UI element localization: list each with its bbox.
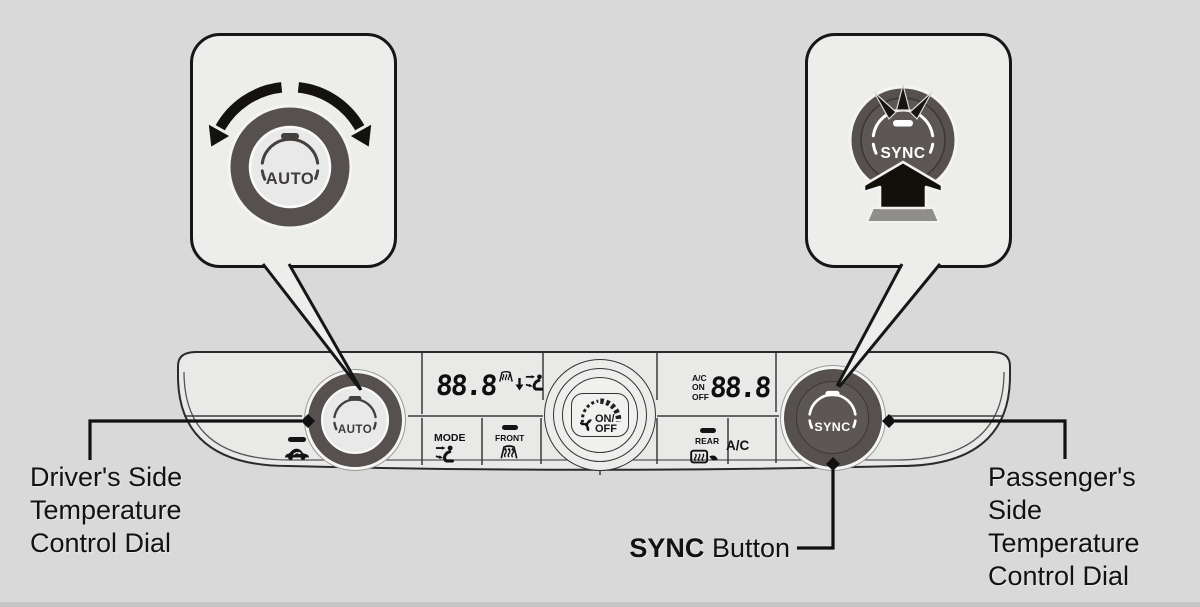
indicator-light <box>288 437 306 442</box>
sync-button-label: SYNC Button <box>629 533 790 563</box>
arrow-down-icon <box>515 378 524 391</box>
callout-driver-dial: AUTO <box>190 33 397 268</box>
driver-temp-display: 88.8 <box>434 369 546 407</box>
passenger-temp-dial: SYNC <box>781 366 885 470</box>
fan-on-off-button: ON/ OFF <box>571 393 629 437</box>
dial-pointer-mark <box>280 132 299 139</box>
press-glow-icon <box>872 82 933 120</box>
press-sync-illustration: SYNC <box>848 82 957 223</box>
driver-dial-label: Driver's Side Temperature Control Dial <box>30 462 183 558</box>
vent-person-icon <box>525 374 544 391</box>
indicator-light <box>700 428 716 433</box>
callout-sync-button: SYNC <box>805 33 1012 268</box>
driver-temp-dial: AUTO <box>305 370 405 470</box>
press-up-arrow-icon <box>862 160 943 223</box>
fan-icon <box>580 418 592 431</box>
passenger-leader-line <box>895 419 1067 459</box>
sync-leader-line <box>797 470 835 550</box>
defrost-rear-icon <box>690 449 718 464</box>
vent-person-icon <box>435 445 454 463</box>
ac-display-off: OFF <box>692 391 709 402</box>
dial-pointer-mark <box>892 119 913 126</box>
mode-button: MODE <box>426 432 468 466</box>
driver-temp-value: 88.8 <box>434 369 497 402</box>
driver-leader-line <box>88 419 302 460</box>
passenger-dial-label: Passenger's Side Temperature Control Dia… <box>988 462 1140 591</box>
rear-button-label: REAR <box>695 436 720 446</box>
indicator-light <box>502 425 518 430</box>
auto-dial-label: AUTO <box>338 423 372 436</box>
sync-button-face: SYNC <box>796 381 869 454</box>
sync-dial-label: SYNC <box>814 420 850 434</box>
car-recirculation-icon <box>285 448 309 460</box>
mode-button-label: MODE <box>434 432 466 444</box>
callout-tail-right <box>838 263 940 387</box>
defrost-front-icon <box>500 445 518 459</box>
dial-pointer-mark <box>348 396 362 401</box>
ac-status-display: A/C ON OFF 88.8 <box>692 371 771 407</box>
fan-dial: ON/ OFF <box>544 359 656 471</box>
passenger-temp-value: 88.8 <box>708 371 771 404</box>
ac-button: A/C <box>724 438 760 458</box>
driver-temp-dial-face: AUTO <box>321 386 389 454</box>
front-button-label: FRONT <box>495 433 525 443</box>
page-edge <box>0 602 1200 607</box>
fan-off-label: OFF <box>595 423 617 435</box>
callout-sync-label: SYNC <box>880 145 925 162</box>
ac-button-label: A/C <box>726 438 750 453</box>
front-defrost-button: FRONT <box>490 425 530 467</box>
callout-auto-label: AUTO <box>265 170 313 188</box>
dial-pointer-mark <box>825 390 840 397</box>
rotate-bidirectional-arrow-icon <box>205 78 374 150</box>
rotate-dial-illustration: AUTO <box>205 78 374 229</box>
defrost-front-icon <box>499 370 513 382</box>
